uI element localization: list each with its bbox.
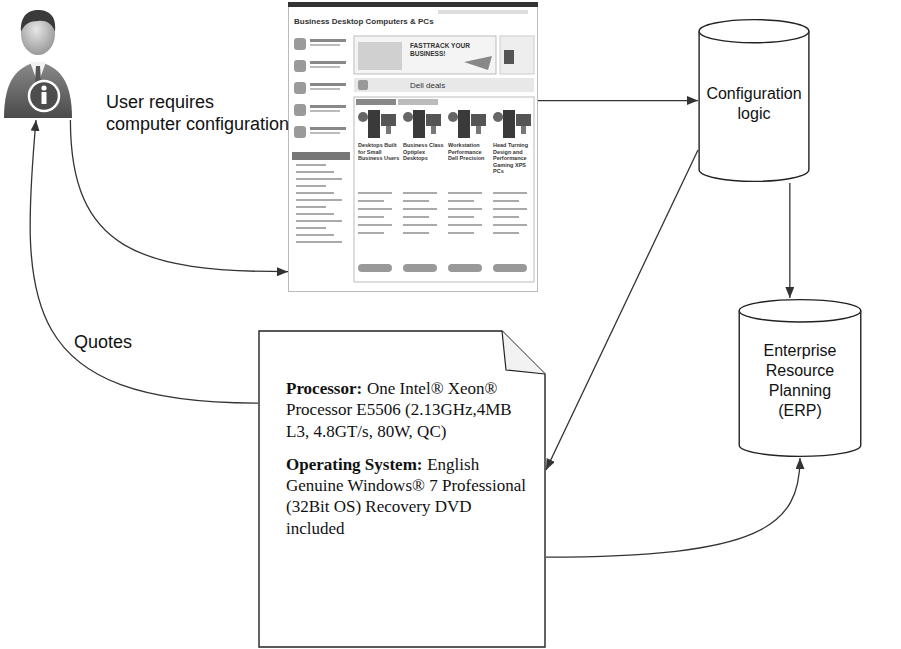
cylinder-label: Enterprise Resource Planning (ERP): [745, 341, 855, 421]
screenshot-text: Workstation Performance Dell Precision: [448, 142, 490, 162]
flow-arrow: [30, 120, 258, 403]
website-screenshot: Business Desktop Computers & PCsFASTTRAC…: [288, 2, 538, 292]
screenshot-text: FASTTRACK YOUR BUSINESS!: [410, 42, 484, 58]
quote-document: Processor:One Intel® Xeon® Processor E55…: [258, 330, 546, 648]
screenshot-text: Desktops Built for Small Business Users: [358, 142, 400, 162]
person-illustration: [0, 0, 80, 120]
spec-heading: Operating System:: [286, 455, 422, 474]
cylinder-label: Configuration logic: [705, 84, 803, 124]
spec-paragraph: Processor:One Intel® Xeon® Processor E55…: [286, 378, 532, 442]
screenshot-text: Business Class Optiplex Desktops: [403, 142, 445, 162]
cylinder-label-area: Configuration logic: [698, 38, 810, 170]
flow-arrow: [538, 100, 698, 101]
node-caption: User requires computer configuration: [106, 92, 294, 135]
screenshot-text: Head Turning Design and Performance Gami…: [493, 142, 535, 175]
flow-arrow: [789, 183, 790, 298]
flow-arrow: [70, 120, 288, 272]
flow-arrow: [546, 458, 800, 557]
database-cylinder: Configuration logic: [698, 18, 810, 183]
screenshot-text: Dell deals: [410, 81, 500, 91]
cylinder-label-area: Enterprise Resource Planning (ERP): [738, 317, 862, 445]
edge-label: Quotes: [72, 332, 134, 353]
spec-heading: Processor:: [286, 379, 362, 398]
screenshot-text: Business Desktop Computers & PCs: [294, 17, 474, 27]
document-body: Processor:One Intel® Xeon® Processor E55…: [286, 378, 532, 551]
user-icon: User requires computer configuration: [0, 0, 80, 120]
spec-paragraph: Operating System:English Genuine Windows…: [286, 454, 532, 539]
flow-arrow: [546, 150, 698, 470]
database-cylinder: Enterprise Resource Planning (ERP): [738, 298, 862, 458]
